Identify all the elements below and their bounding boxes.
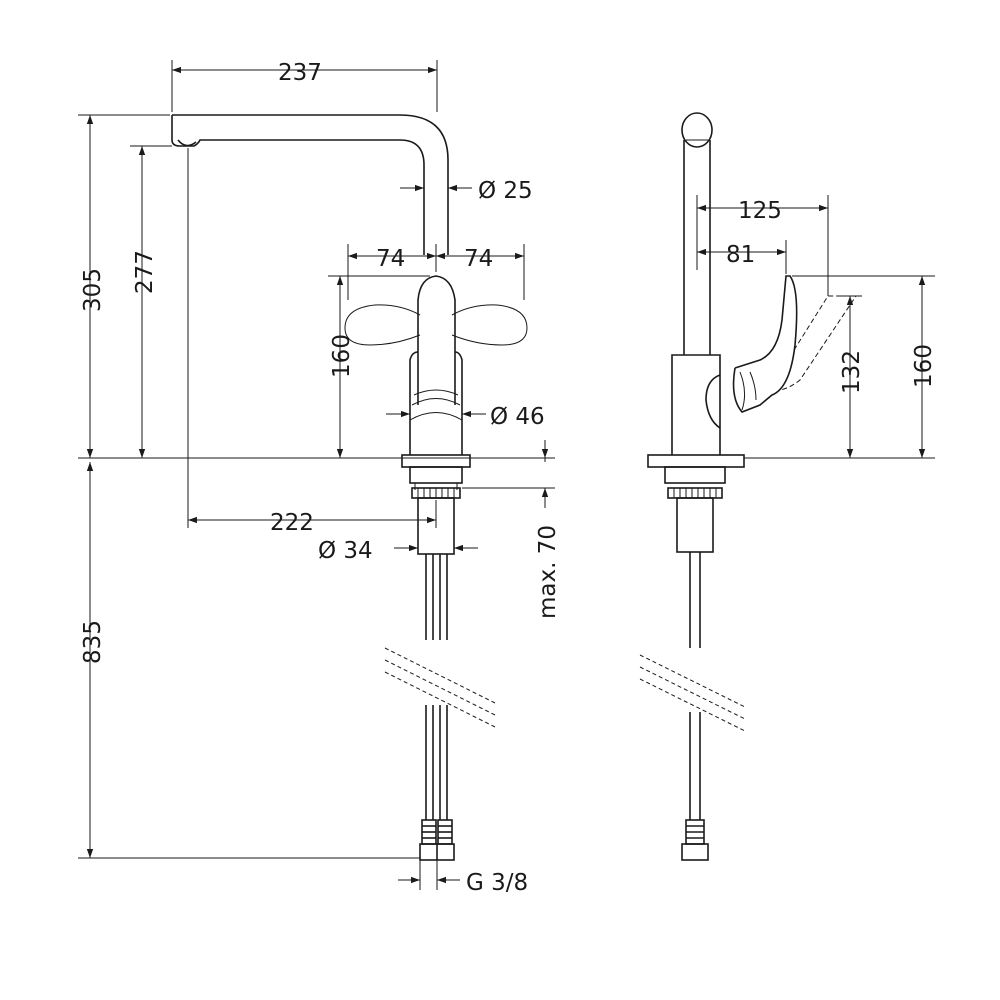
side-shank bbox=[676, 497, 714, 553]
handle-ghost-right bbox=[451, 304, 528, 346]
shank bbox=[417, 497, 455, 555]
dim-outlet-reach: 222 bbox=[270, 510, 314, 536]
side-body bbox=[671, 354, 721, 455]
dim-handle-right: 74 bbox=[464, 246, 493, 272]
side-hose bbox=[681, 552, 709, 861]
dim-connection: G 3/8 bbox=[466, 870, 528, 896]
handle-outline bbox=[417, 275, 456, 405]
dim-handle-height: 160 bbox=[329, 334, 355, 378]
base-ring bbox=[409, 466, 463, 484]
spout-top bbox=[681, 112, 713, 148]
thread-hatch bbox=[417, 488, 455, 498]
handle-ghost-left bbox=[344, 304, 421, 346]
spout-aerator bbox=[177, 139, 197, 147]
side-dimensions: 125 81 132 160 bbox=[696, 195, 937, 459]
side-base-plate bbox=[647, 454, 745, 468]
dim-spout-diameter: Ø 25 bbox=[478, 178, 533, 204]
dim-side-height-160: 160 bbox=[911, 344, 937, 388]
spout-outline bbox=[171, 114, 449, 255]
dim-outlet-height: 277 bbox=[132, 250, 158, 294]
dim-total-height: 305 bbox=[80, 268, 106, 312]
break-lines-side bbox=[639, 654, 746, 732]
hose-fittings bbox=[419, 819, 455, 861]
dim-side-reach-81: 81 bbox=[726, 242, 755, 268]
side-handle bbox=[705, 275, 798, 429]
dim-handle-left: 74 bbox=[376, 246, 405, 272]
front-dimensions: 237 305 277 Ø 25 74 74 160 Ø 46 222 Ø 34… bbox=[78, 60, 561, 896]
body-curve bbox=[409, 389, 463, 421]
dim-spout-reach: 237 bbox=[278, 60, 322, 86]
side-handle-ghost bbox=[779, 295, 857, 391]
body-outline bbox=[409, 351, 463, 455]
supply-hoses bbox=[425, 554, 448, 820]
dim-max-thickness: max. 70 bbox=[535, 525, 561, 619]
dim-hose-length: 835 bbox=[80, 620, 106, 664]
dim-shank-diameter: Ø 34 bbox=[318, 538, 373, 564]
base-plate bbox=[401, 454, 471, 468]
dim-body-diameter: Ø 46 bbox=[490, 404, 545, 430]
dim-side-reach-125: 125 bbox=[738, 198, 782, 224]
dim-side-height-132: 132 bbox=[839, 350, 865, 394]
side-view bbox=[639, 112, 857, 861]
front-view bbox=[171, 114, 528, 861]
